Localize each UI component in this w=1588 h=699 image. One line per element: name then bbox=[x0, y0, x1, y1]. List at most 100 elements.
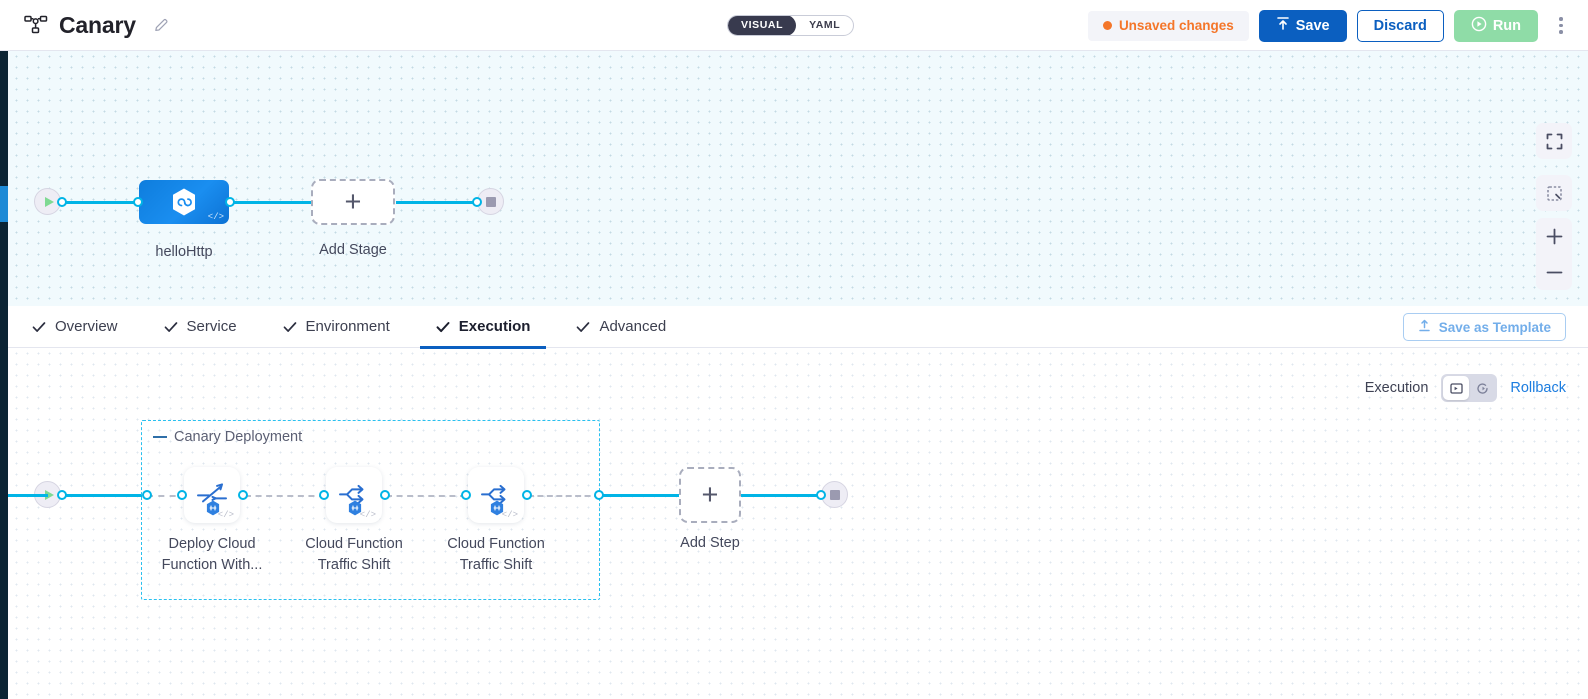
step-node-traffic-shift-2[interactable]: </> Cloud Function Traffic Shift bbox=[447, 467, 545, 573]
step3-out-port[interactable] bbox=[522, 490, 532, 500]
tab-execution[interactable]: Execution bbox=[419, 306, 547, 349]
tab-environment[interactable]: Environment bbox=[267, 306, 406, 348]
tab-visual[interactable]: VISUAL bbox=[728, 16, 797, 35]
edge-start-to-group bbox=[50, 494, 142, 497]
tab-overview[interactable]: Overview bbox=[16, 306, 134, 348]
check-icon bbox=[576, 320, 590, 334]
pipeline-nodes-icon bbox=[24, 15, 48, 35]
check-icon bbox=[32, 320, 46, 334]
step1-out-port[interactable] bbox=[238, 490, 248, 500]
step3-label: Cloud Function Traffic Shift bbox=[427, 534, 565, 576]
exec-start-port[interactable] bbox=[57, 490, 67, 500]
end-node-port[interactable] bbox=[472, 197, 482, 207]
edge-start-to-stage bbox=[50, 201, 142, 204]
add-step-label: Add Step bbox=[680, 535, 740, 551]
zoom-controls[interactable] bbox=[1536, 218, 1572, 290]
edge-addstage-to-end bbox=[396, 201, 482, 204]
stage-out-port[interactable] bbox=[225, 197, 235, 207]
execution-steps-canvas[interactable]: Canary Deployment bbox=[0, 348, 1588, 699]
top-toolbar: Canary VISUAL YAML Unsaved changes bbox=[0, 0, 1588, 51]
zoom-in-icon[interactable] bbox=[1536, 218, 1572, 254]
group-title-label: Canary Deployment bbox=[174, 429, 303, 445]
edge-canvas-left bbox=[0, 494, 48, 497]
unsaved-dot-icon bbox=[1102, 21, 1112, 30]
select-area-button[interactable] bbox=[1536, 175, 1572, 211]
upload-template-icon bbox=[1418, 319, 1431, 336]
step3-in-port[interactable] bbox=[461, 490, 471, 500]
group-header[interactable]: Canary Deployment bbox=[153, 429, 302, 445]
step-group-canary-deployment[interactable]: Canary Deployment bbox=[141, 420, 600, 600]
step3-label-line2: Traffic Shift bbox=[459, 557, 533, 573]
toolbar-left: Canary bbox=[0, 12, 170, 39]
tab-service-label: Service bbox=[186, 318, 237, 335]
stage-code-mark: </> bbox=[207, 212, 224, 222]
execution-rollback-toggle[interactable] bbox=[1441, 374, 1498, 402]
edge-addstep-to-end bbox=[741, 494, 825, 497]
execution-view-icon[interactable] bbox=[1443, 376, 1470, 400]
pencil-icon[interactable] bbox=[147, 17, 170, 34]
step1-in-port[interactable] bbox=[177, 490, 187, 500]
save-button-label: Save bbox=[1295, 17, 1330, 34]
unsaved-changes-label: Unsaved changes bbox=[1118, 18, 1234, 33]
pipeline-stage-canvas[interactable]: </> helloHttp + Add Stage bbox=[0, 51, 1588, 306]
tab-advanced[interactable]: Advanced bbox=[560, 306, 682, 348]
group-out-port[interactable] bbox=[594, 490, 604, 500]
add-stage-label: Add Stage bbox=[319, 242, 387, 258]
step1-label-line1: Deploy Cloud bbox=[168, 536, 256, 552]
stage-node-hellohttp[interactable]: </> helloHttp bbox=[133, 180, 235, 260]
check-icon bbox=[436, 320, 450, 334]
select-area-icon[interactable] bbox=[1536, 175, 1572, 211]
zoom-out-icon[interactable] bbox=[1536, 254, 1572, 290]
stage-in-port[interactable] bbox=[133, 197, 143, 207]
step2-label-line2: Traffic Shift bbox=[317, 557, 391, 573]
tab-yaml[interactable]: YAML bbox=[809, 19, 841, 31]
add-stage-plus-icon: + bbox=[344, 185, 362, 218]
step3-label-line1: Cloud Function bbox=[447, 536, 545, 552]
discard-button[interactable]: Discard bbox=[1356, 9, 1444, 42]
exec-end-node[interactable] bbox=[816, 481, 848, 508]
rollback-link[interactable]: Rollback bbox=[1510, 380, 1566, 396]
exec-end-port[interactable] bbox=[816, 490, 826, 500]
kebab-menu-icon[interactable] bbox=[1548, 10, 1574, 42]
start-node-port[interactable] bbox=[57, 197, 67, 207]
step-node-traffic-shift-1[interactable]: </> Cloud Function Traffic Shift bbox=[305, 467, 403, 573]
stage-label: helloHttp bbox=[155, 244, 213, 260]
tab-service[interactable]: Service bbox=[148, 306, 253, 348]
step2-label: Cloud Function Traffic Shift bbox=[285, 534, 423, 576]
group-in-port[interactable] bbox=[142, 490, 152, 500]
collapse-dash-icon[interactable] bbox=[153, 436, 167, 438]
unsaved-changes-badge: Unsaved changes bbox=[1087, 10, 1249, 41]
start-node[interactable] bbox=[34, 188, 67, 215]
add-step-node[interactable]: + Add Step bbox=[679, 467, 741, 551]
add-step-plus-icon: + bbox=[701, 478, 719, 511]
step2-out-port[interactable] bbox=[380, 490, 390, 500]
tab-environment-label: Environment bbox=[305, 318, 390, 335]
rollback-view-icon[interactable] bbox=[1469, 376, 1495, 400]
run-button[interactable]: Run bbox=[1453, 9, 1538, 42]
step2-in-port[interactable] bbox=[319, 490, 329, 500]
hexagon-link-icon bbox=[169, 186, 199, 218]
edge-step3-groupout bbox=[528, 495, 600, 497]
step-code-mark: </> bbox=[217, 510, 234, 520]
step-code-mark: </> bbox=[501, 510, 518, 520]
save-as-template-button[interactable]: Save as Template bbox=[1402, 313, 1566, 341]
add-stage-node[interactable]: + Add Stage bbox=[311, 179, 395, 258]
pipeline-config-tabs: Overview Service Environment Execution A bbox=[0, 306, 1588, 349]
page-title: Canary bbox=[59, 11, 136, 38]
execution-header-row: Execution Rollback bbox=[1365, 374, 1566, 402]
left-rail-accent bbox=[0, 186, 8, 222]
fit-to-screen-icon[interactable] bbox=[1536, 123, 1572, 159]
view-mode-toggle[interactable]: VISUAL YAML bbox=[727, 15, 855, 36]
fit-to-screen-button[interactable] bbox=[1536, 123, 1572, 159]
tab-advanced-label: Advanced bbox=[599, 318, 667, 335]
save-button[interactable]: Save bbox=[1258, 9, 1347, 42]
edge-step1-step2 bbox=[245, 495, 325, 497]
run-button-label: Run bbox=[1492, 17, 1521, 34]
edge-step2-step3 bbox=[386, 495, 466, 497]
save-as-template-label: Save as Template bbox=[1438, 319, 1551, 335]
end-node[interactable] bbox=[472, 188, 504, 215]
step-node-deploy-cloud-function[interactable]: </> Deploy Cloud Function With... bbox=[162, 467, 262, 573]
check-icon bbox=[164, 320, 178, 334]
save-upload-icon bbox=[1276, 16, 1290, 35]
